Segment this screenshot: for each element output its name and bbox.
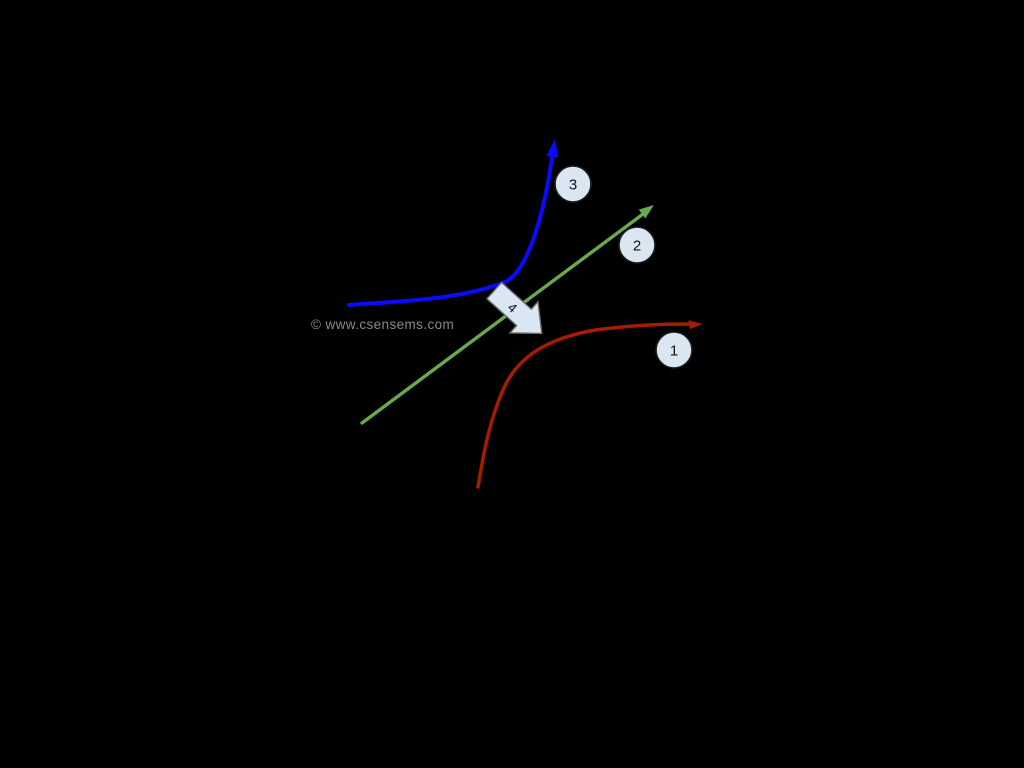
curve-1-arrowhead-icon	[688, 320, 703, 330]
block-arrow-4-shape	[485, 281, 543, 335]
marker-badge-2: 2	[618, 226, 656, 264]
marker-2-label: 2	[633, 238, 641, 255]
marker-badge-1: 1	[655, 331, 693, 369]
marker-3-circle	[554, 165, 592, 203]
curve-1-red-saturation	[476, 322, 693, 489]
marker-badge-3: 3	[554, 165, 592, 203]
marker-2-circle	[618, 226, 656, 264]
curve-3-blue-exponential	[347, 148, 555, 307]
marker-1-label: 1	[670, 343, 678, 360]
marker-1-circle	[655, 331, 693, 369]
curve-2-arrowhead-icon	[638, 205, 654, 219]
curve-3-arrowhead-icon	[546, 139, 559, 158]
marker-3-label: 3	[569, 177, 577, 194]
block-arrow-4: 4	[485, 281, 543, 335]
watermark: © www.csensems.com	[311, 317, 454, 332]
curve-2-green-line	[360, 212, 645, 425]
